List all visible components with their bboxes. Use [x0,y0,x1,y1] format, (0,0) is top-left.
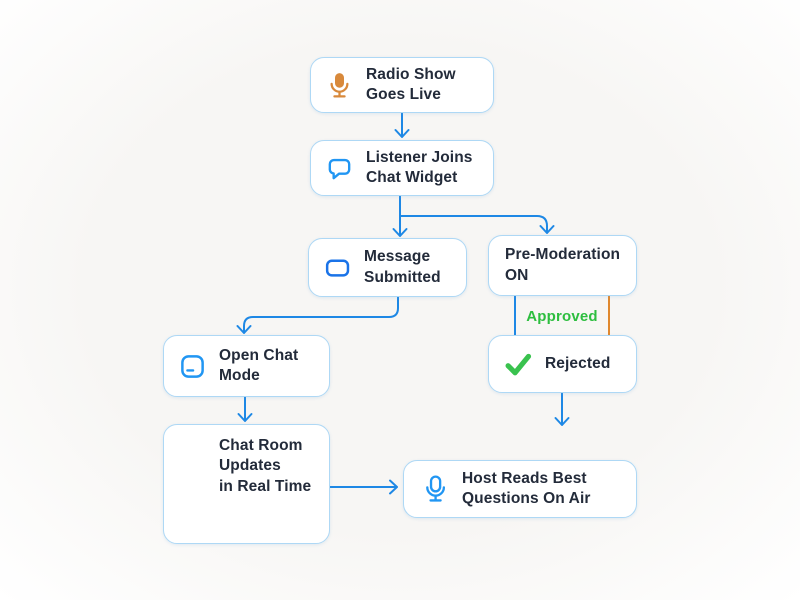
node-message-submitted: Message Submitted [308,238,467,297]
node-chat-room-updates: Chat Room Updates in Real Time [163,424,330,544]
node-label: Listener Joins Chat Widget [366,148,473,186]
edge-openchat-to-chatroom [237,396,253,422]
node-label: Message Submitted [364,248,441,286]
node-label: Rejected [545,354,611,372]
message-box-icon [324,254,351,281]
chat-bubble-icon [326,155,353,182]
edge-listener-to-message [392,195,408,237]
edge-message-to-openchat [236,296,399,334]
node-rejected: Rejected [488,335,637,393]
node-label: Open Chat Mode [219,346,299,384]
node-host-reads-best-questions: Host Reads Best Questions On Air [403,460,637,518]
chat-window-icon [179,353,206,380]
edge-listener-to-premod [399,215,555,234]
edge-radio-to-listener [394,112,410,138]
node-label: Chat Room Updates in Real Time [219,437,312,495]
node-radio-show-goes-live: Radio Show Goes Live [310,57,494,113]
checkmark-icon [504,350,532,378]
edge-rejected-down-arrow [554,392,570,426]
node-label: Pre-Moderation ON [505,246,621,284]
edge-chatroom-to-host [329,479,398,495]
edge-label-approved: Approved [526,308,598,325]
node-label: Radio Show Goes Live [366,65,456,103]
node-open-chat-mode: Open Chat Mode [163,335,330,397]
node-listener-joins-chat-widget: Listener Joins Chat Widget [310,140,494,196]
node-label: Host Reads Best Questions On Air [462,469,591,507]
node-pre-moderation-on: Pre-Moderation ON [488,235,637,296]
microphone-outline-icon [421,475,449,503]
microphone-solid-icon [326,72,353,99]
